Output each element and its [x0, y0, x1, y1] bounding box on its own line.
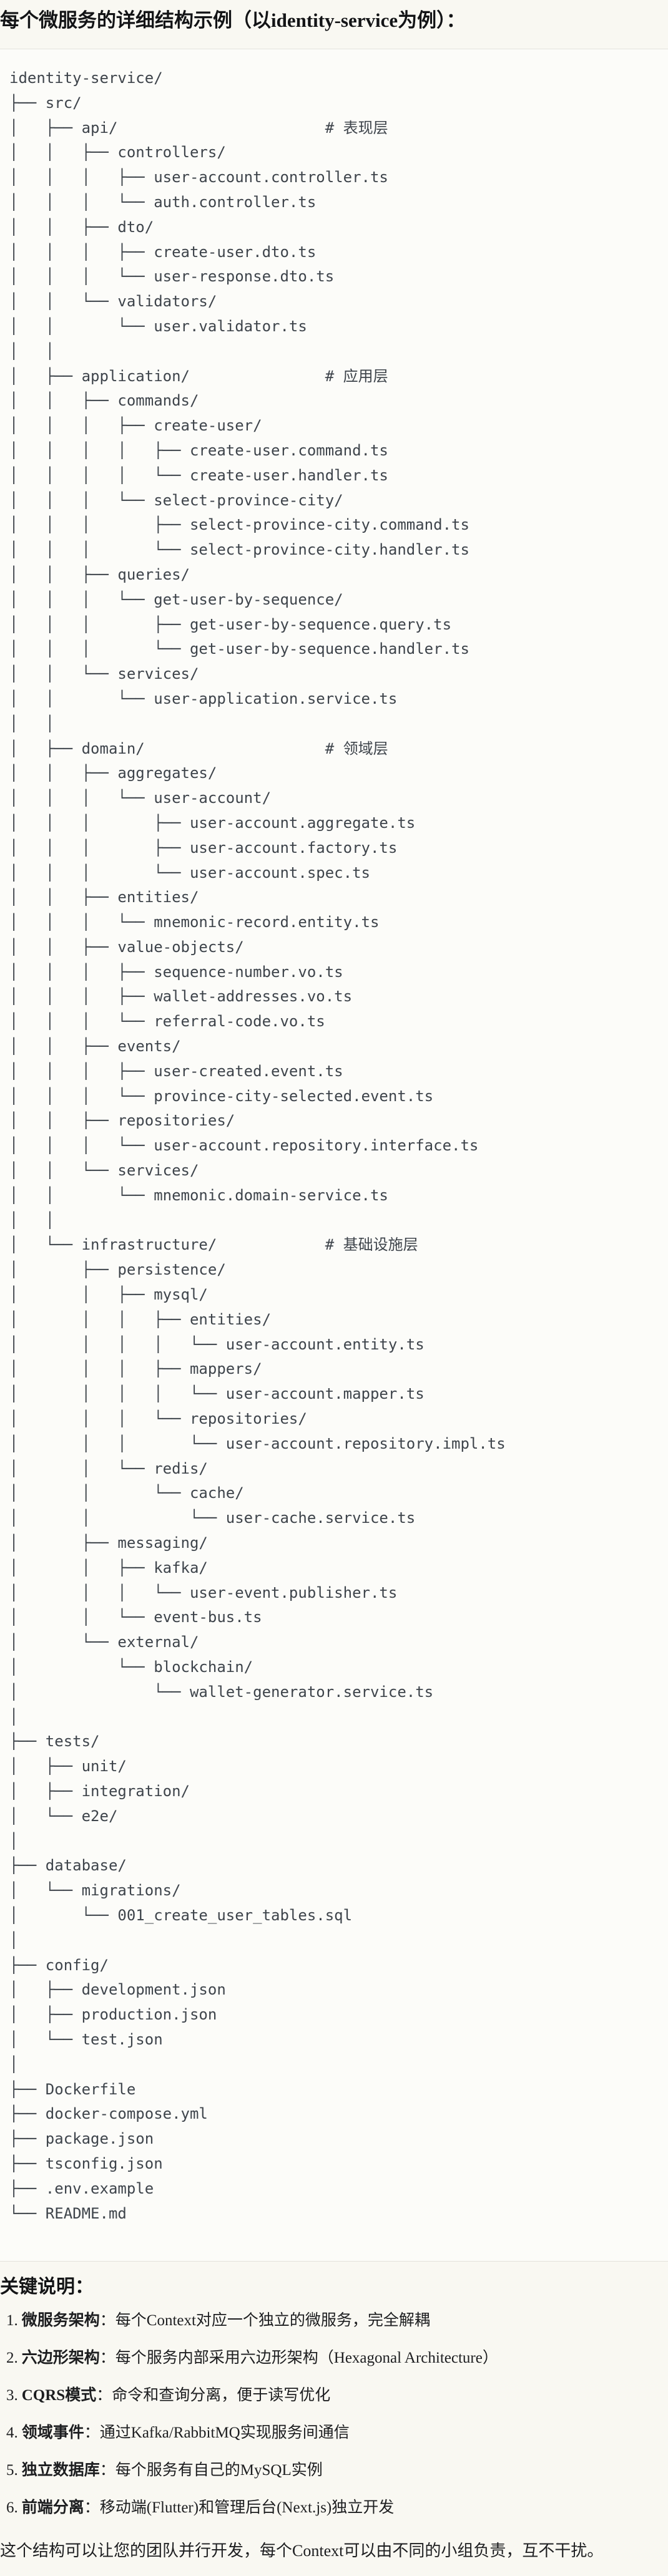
note-item-independent-database: 5.独立数据库：每个服务有自己的MySQL实例	[0, 2460, 668, 2481]
note-desc: ：每个Context对应一个独立的微服务，完全解耦	[99, 2312, 430, 2330]
note-term: 微服务架构	[21, 2312, 100, 2330]
note-item-hexagonal-architecture: 2.六边形架构：每个服务内部采用六边形架构（Hexagonal Architec…	[0, 2348, 668, 2369]
directory-tree-text: identity-service/ ├── src/ │ ├── api/ # …	[9, 69, 506, 2222]
note-term: 六边形架构	[21, 2350, 100, 2367]
note-item-cqrs-pattern: 3.CQRS模式：命令和查询分离，便于读写优化	[0, 2385, 668, 2406]
note-number: 5.	[6, 2462, 18, 2479]
note-number: 2.	[6, 2350, 18, 2367]
notes-list: 1.微服务架构：每个Context对应一个独立的微服务，完全解耦 2.六边形架构…	[0, 2310, 668, 2519]
note-number: 3.	[6, 2387, 18, 2404]
note-term: 独立数据库	[21, 2462, 100, 2479]
note-number: 6.	[6, 2499, 18, 2517]
directory-tree-code-block: identity-service/ ├── src/ │ ├── api/ # …	[0, 49, 668, 2262]
note-term: 前端分离	[21, 2499, 84, 2517]
note-item-frontend-separation: 6.前端分离：移动端(Flutter)和管理后台(Next.js)独立开发	[0, 2497, 668, 2519]
note-item-microservice-architecture: 1.微服务架构：每个Context对应一个独立的微服务，完全解耦	[0, 2310, 668, 2331]
note-number: 1.	[6, 2312, 18, 2330]
note-desc: ：每个服务内部采用六边形架构（Hexagonal Architecture）	[99, 2350, 498, 2367]
note-number: 4.	[6, 2424, 18, 2442]
note-desc: ：通过Kafka/RabbitMQ实现服务间通信	[84, 2424, 350, 2442]
note-desc: ：每个服务有自己的MySQL实例	[99, 2462, 323, 2479]
notes-heading: 关键说明：	[0, 2277, 94, 2298]
closing-paragraph: 这个结构可以让您的团队并行开发，每个Context可以由不同的小组负责，互不干扰…	[0, 2542, 604, 2560]
note-desc: ：命令和查询分离，便于读写优化	[96, 2387, 331, 2404]
note-item-domain-events: 4.领域事件：通过Kafka/RabbitMQ实现服务间通信	[0, 2423, 668, 2444]
note-term: 领域事件	[21, 2424, 84, 2442]
page-title: 每个微服务的详细结构示例（以identity-service为例）：	[0, 9, 466, 31]
note-desc: ：移动端(Flutter)和管理后台(Next.js)独立开发	[84, 2499, 395, 2517]
note-term: CQRS模式	[21, 2387, 97, 2404]
